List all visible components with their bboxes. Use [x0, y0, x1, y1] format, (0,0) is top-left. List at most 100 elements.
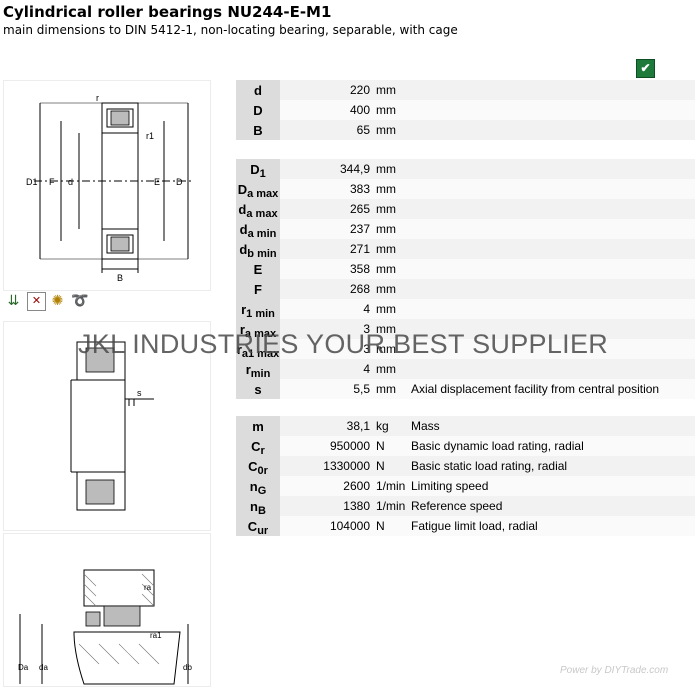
value-cell: 3: [280, 339, 372, 359]
symbol-subscript: b min: [247, 247, 277, 260]
unit-cell: N: [372, 456, 409, 476]
unit-cell: kg: [372, 416, 409, 436]
description-cell: Mass: [409, 416, 695, 436]
description-cell: [409, 219, 695, 239]
excel-export-icon[interactable]: ✔: [636, 59, 655, 78]
value-cell: 265: [280, 199, 372, 219]
symbol-cell: nB: [236, 496, 280, 517]
bearing-cross-section-drawing: r r1 D1 F d E D B: [3, 80, 211, 291]
symbol-cell: d: [236, 80, 280, 100]
symbol-cell: Cr: [236, 436, 280, 457]
symbol-main: d: [254, 82, 262, 98]
label-ra: ra: [144, 583, 152, 592]
value-cell: 237: [280, 219, 372, 239]
cage-icon: ✕: [27, 292, 46, 311]
symbol-main: C: [247, 518, 258, 534]
description-cell: [409, 120, 695, 140]
symbol-main: C: [248, 458, 258, 474]
unit-cell: mm: [372, 219, 409, 239]
symbol-subscript: 1: [259, 167, 266, 180]
value-cell: 3: [280, 319, 372, 339]
description-cell: Fatigue limit load, radial: [409, 516, 695, 536]
description-cell: [409, 259, 695, 279]
description-cell: Axial displacement facility from central…: [409, 379, 695, 399]
value-cell: 4: [280, 299, 372, 319]
unit-cell: 1/min: [372, 496, 409, 516]
label-da: da: [39, 663, 48, 672]
unit-cell: mm: [372, 239, 409, 259]
unit-cell: mm: [372, 359, 409, 379]
page-title: Cylindrical roller bearings NU244-E-M1: [3, 3, 332, 21]
symbol-cell: E: [236, 259, 280, 279]
axial-displacement-drawing: s: [3, 321, 211, 531]
label-r1: r1: [146, 131, 154, 141]
unit-cell: mm: [372, 159, 409, 179]
symbol-cell: rmin: [236, 359, 280, 380]
symbol-main: F: [254, 281, 262, 297]
watermark-text: JKL INDUSTRIES YOUR BEST SUPPLIER: [78, 329, 609, 359]
unit-cell: 1/min: [372, 476, 409, 496]
description-cell: [409, 179, 695, 199]
symbol-cell: db min: [236, 239, 280, 260]
value-cell: 358: [280, 259, 372, 279]
label-F: F: [49, 177, 55, 187]
symbol-main: D: [253, 102, 263, 118]
unit-cell: N: [372, 436, 409, 456]
value-cell: 268: [280, 279, 372, 299]
description-cell: [409, 299, 695, 319]
unit-cell: mm: [372, 339, 409, 359]
value-cell: 400: [280, 100, 372, 120]
footer-text: Power by DIYTrade.com: [560, 665, 669, 676]
value-cell: 271: [280, 239, 372, 259]
label-ra1: ra1: [150, 631, 162, 640]
description-cell: Basic dynamic load rating, radial: [409, 436, 695, 456]
symbol-cell: da min: [236, 219, 280, 240]
description-cell: Limiting speed: [409, 476, 695, 496]
page-subtitle: main dimensions to DIN 5412-1, non-locat…: [3, 23, 458, 37]
symbol-main: B: [253, 122, 263, 138]
symbol-main: r: [239, 321, 245, 337]
unit-cell: mm: [372, 259, 409, 279]
unit-cell: mm: [372, 199, 409, 219]
label-db: db: [183, 663, 192, 672]
description-cell: [409, 199, 695, 219]
load-direction-icon: ⇊: [7, 292, 20, 308]
label-d: d: [68, 177, 73, 187]
symbol-main: d: [239, 221, 248, 237]
symbol-cell: F: [236, 279, 280, 299]
symbol-subscript: a min: [247, 227, 277, 240]
symbol-cell: s: [236, 379, 280, 399]
unit-cell: mm: [372, 120, 409, 140]
unit-cell: mm: [372, 279, 409, 299]
symbol-subscript: 1 min: [246, 307, 275, 320]
symbol-main: m: [252, 418, 264, 434]
symbol-main: r: [245, 361, 251, 377]
unit-cell: mm: [372, 100, 409, 120]
speed-icon: ➰: [71, 292, 89, 308]
symbol-subscript: G: [257, 484, 267, 497]
description-cell: [409, 100, 695, 120]
label-r: r: [96, 93, 99, 103]
symbol-subscript: a max: [246, 207, 278, 220]
unit-cell: mm: [372, 80, 409, 100]
value-cell: 4: [280, 359, 372, 379]
symbol-subscript: a max: [244, 327, 277, 340]
description-cell: [409, 239, 695, 259]
description-cell: [409, 80, 695, 100]
value-cell: 2600: [280, 476, 372, 496]
symbol-subscript: r: [260, 444, 265, 457]
